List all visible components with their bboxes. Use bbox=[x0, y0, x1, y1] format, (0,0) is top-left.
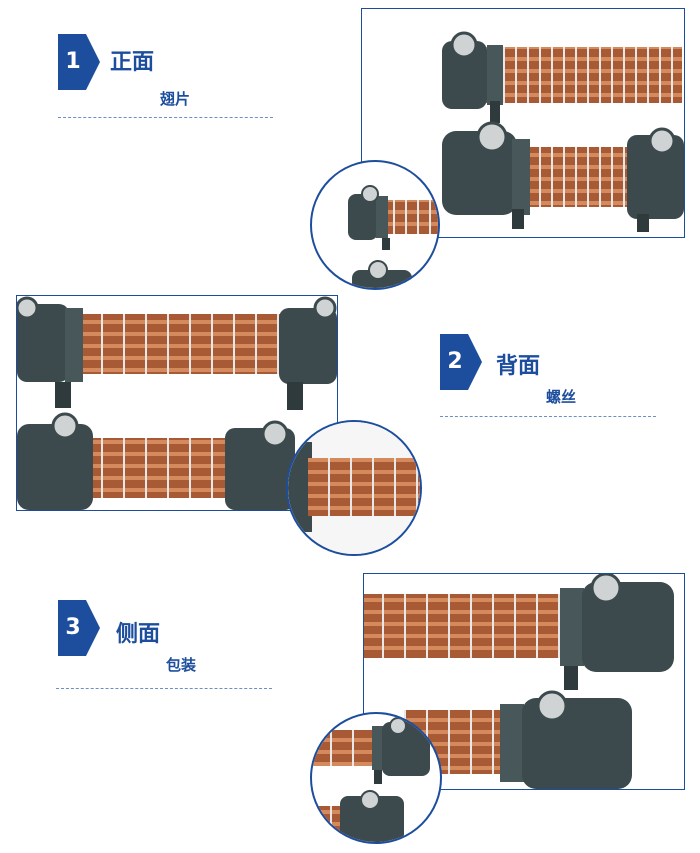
section-title: 正面 bbox=[110, 50, 155, 75]
tube-cooler-photo-icon bbox=[364, 574, 674, 789]
section-number: 3 bbox=[65, 615, 81, 640]
tube-cooler-detail-icon bbox=[348, 185, 438, 288]
divider bbox=[56, 688, 272, 689]
section-number: 1 bbox=[65, 49, 81, 74]
side-detail-circle bbox=[310, 712, 442, 844]
section-subtitle: 螺丝 bbox=[546, 388, 577, 406]
chevron-badge-icon bbox=[440, 334, 482, 390]
back-photo bbox=[16, 295, 338, 511]
chevron-badge-icon bbox=[58, 600, 100, 656]
section-number: 2 bbox=[447, 349, 463, 374]
section-badge-3: 3 bbox=[58, 600, 100, 656]
divider bbox=[58, 117, 273, 118]
tube-cooler-detail-icon bbox=[312, 717, 430, 842]
section-badge-2: 2 bbox=[440, 334, 482, 390]
divider bbox=[440, 416, 656, 417]
section-subtitle: 翅片 bbox=[160, 90, 191, 108]
section-badge-1: 1 bbox=[58, 34, 100, 90]
front-photo bbox=[361, 8, 685, 238]
chevron-badge-icon bbox=[58, 34, 100, 90]
tube-cooler-photo-icon bbox=[442, 31, 684, 232]
section-title: 侧面 bbox=[116, 622, 161, 647]
front-detail-circle bbox=[310, 160, 440, 290]
section-title: 背面 bbox=[496, 354, 541, 379]
tube-cooler-photo-icon bbox=[17, 296, 337, 510]
back-detail-circle bbox=[286, 420, 422, 556]
section-subtitle: 包装 bbox=[166, 656, 197, 674]
tube-fins-detail-icon bbox=[288, 422, 420, 554]
